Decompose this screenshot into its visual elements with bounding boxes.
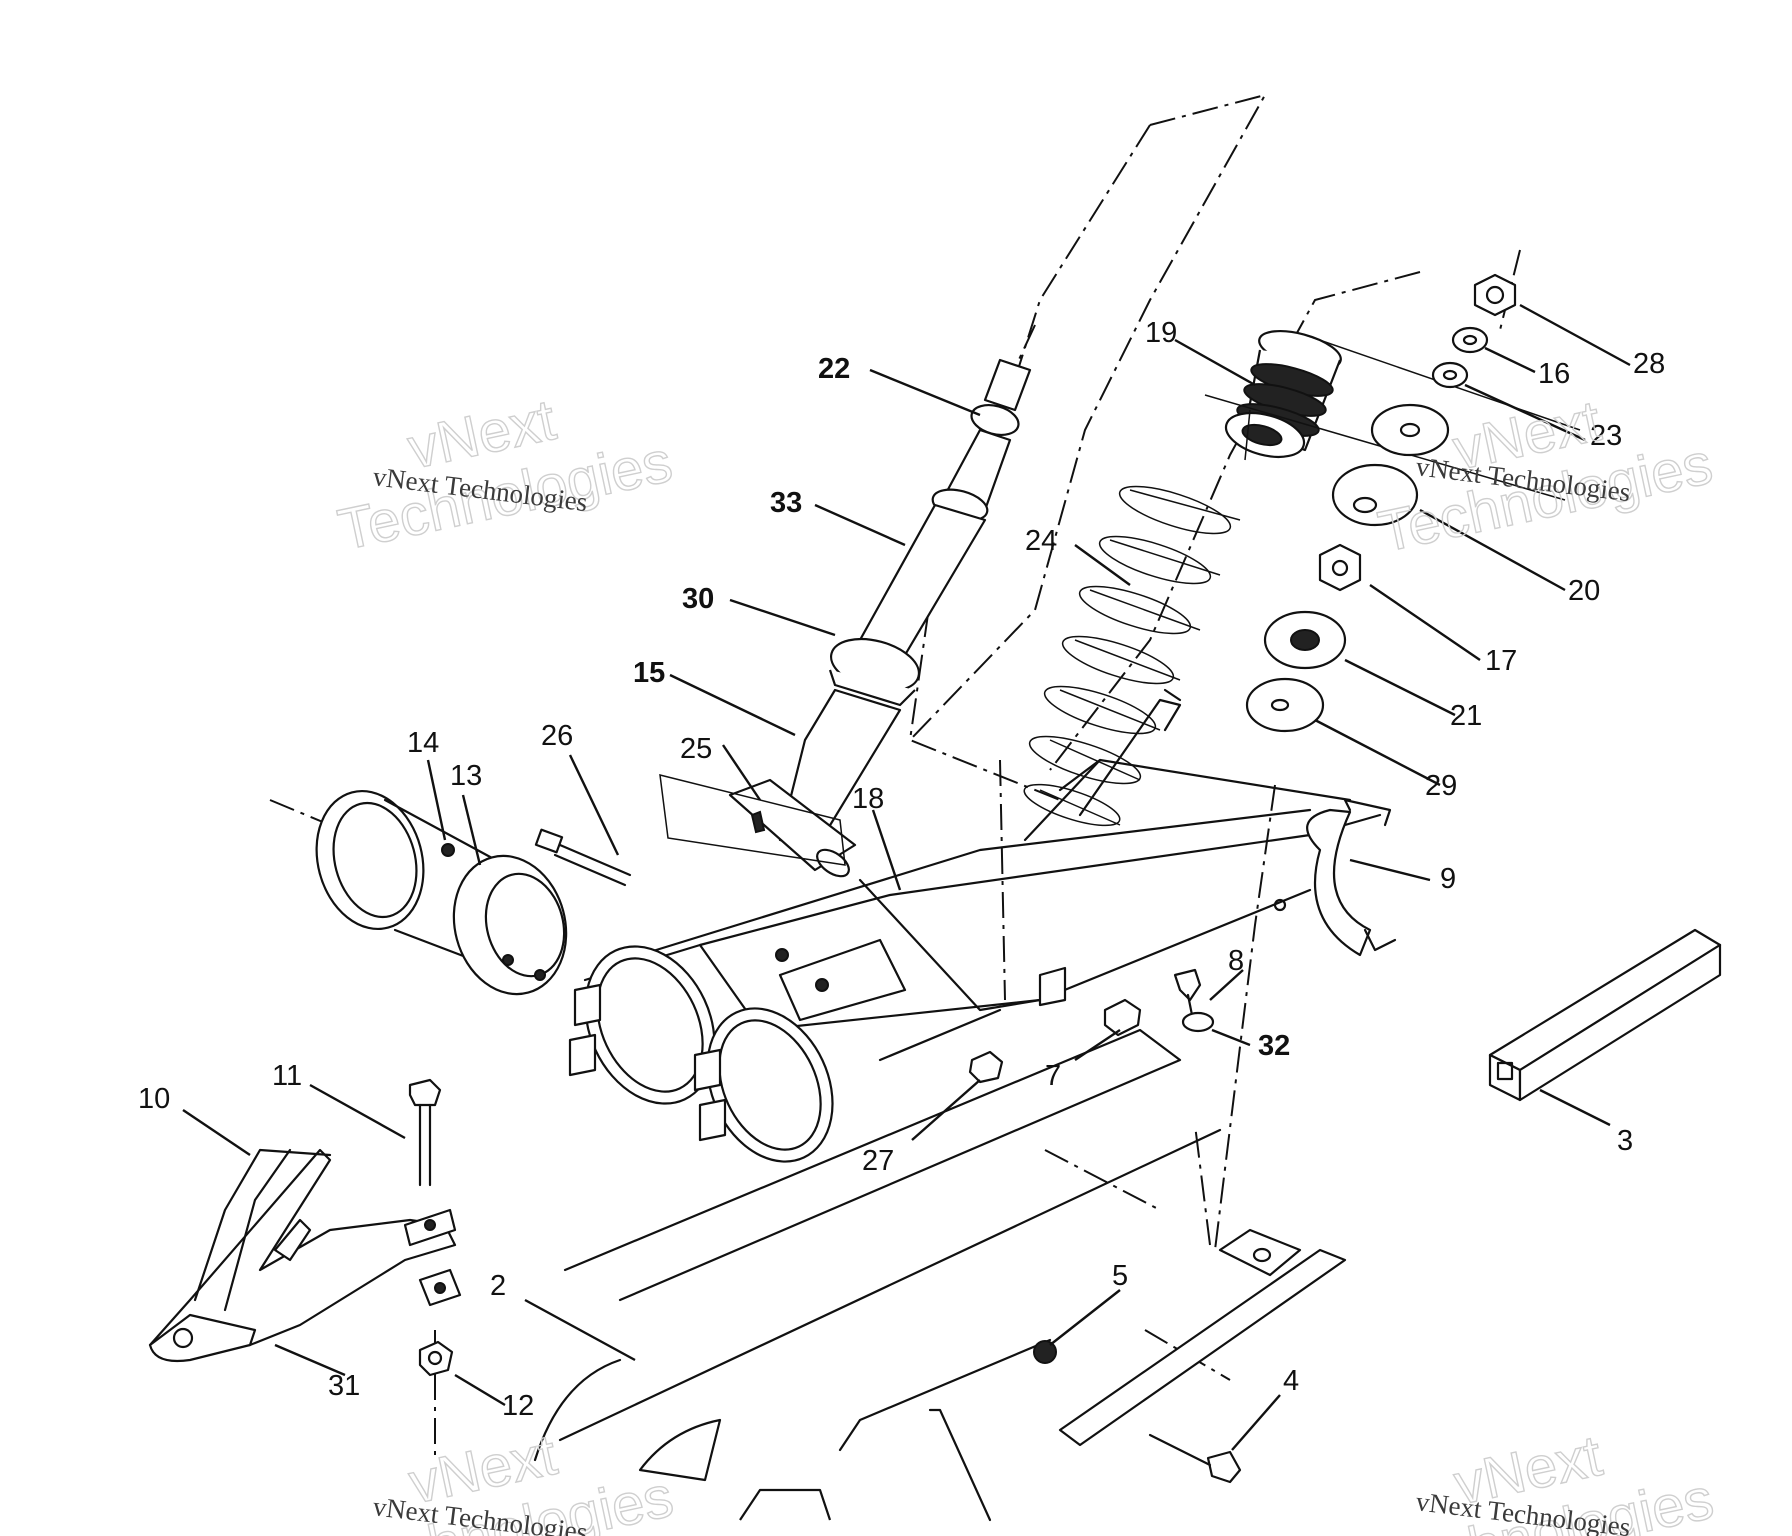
callout-27: 27 — [862, 1145, 894, 1177]
callout-5: 5 — [1112, 1260, 1128, 1292]
fasteners-upper — [968, 968, 1215, 1084]
callout-16: 16 — [1538, 358, 1570, 390]
phantom-outlines — [269, 93, 1521, 1460]
square-tube — [1488, 928, 1722, 1102]
leader-lines — [182, 303, 1631, 1451]
callout-21: 21 — [1450, 700, 1482, 732]
callout-11: 11 — [272, 1060, 302, 1092]
callout-7: 7 — [1045, 1060, 1061, 1092]
callout-2: 2 — [490, 1270, 506, 1302]
callout-10: 10 — [138, 1083, 170, 1115]
shaft-assembly — [315, 789, 568, 996]
swing-arm-frame — [568, 758, 1397, 1163]
callout-24: 24 — [1025, 525, 1057, 557]
track-rail — [533, 1028, 1347, 1522]
shock-absorber — [659, 358, 1032, 878]
callout-15: 15 — [633, 657, 665, 689]
callout-33: 33 — [770, 487, 802, 519]
callout-32: 32 — [1258, 1030, 1290, 1062]
callout-23: 23 — [1590, 420, 1622, 452]
callout-19: 19 — [1145, 317, 1177, 349]
callout-3: 3 — [1617, 1125, 1633, 1157]
coil-spring — [1023, 485, 1241, 827]
callout-31: 31 — [328, 1370, 360, 1402]
damper-19-shape — [1204, 330, 1581, 501]
callout-4: 4 — [1283, 1365, 1299, 1397]
callout-30: 30 — [682, 583, 714, 615]
callout-labels: 22 33 30 15 19 24 28 16 23 20 17 21 29 1… — [138, 317, 1665, 1422]
callout-8: 8 — [1228, 945, 1244, 977]
callout-14: 14 — [407, 727, 439, 759]
callout-26: 26 — [541, 720, 573, 752]
callout-25: 25 — [680, 733, 712, 765]
callout-12: 12 — [502, 1390, 534, 1422]
callout-18: 18 — [852, 783, 884, 815]
callout-20: 20 — [1568, 575, 1600, 607]
callout-29: 29 — [1425, 770, 1457, 802]
washer-stack — [1245, 273, 1517, 733]
bolt-26-shape — [534, 828, 632, 887]
callout-28: 28 — [1633, 348, 1665, 380]
callout-22: 22 — [818, 353, 850, 385]
mount-bracket — [148, 1078, 462, 1377]
callout-17: 17 — [1485, 645, 1517, 677]
callout-9: 9 — [1440, 863, 1456, 895]
callout-13: 13 — [450, 760, 482, 792]
